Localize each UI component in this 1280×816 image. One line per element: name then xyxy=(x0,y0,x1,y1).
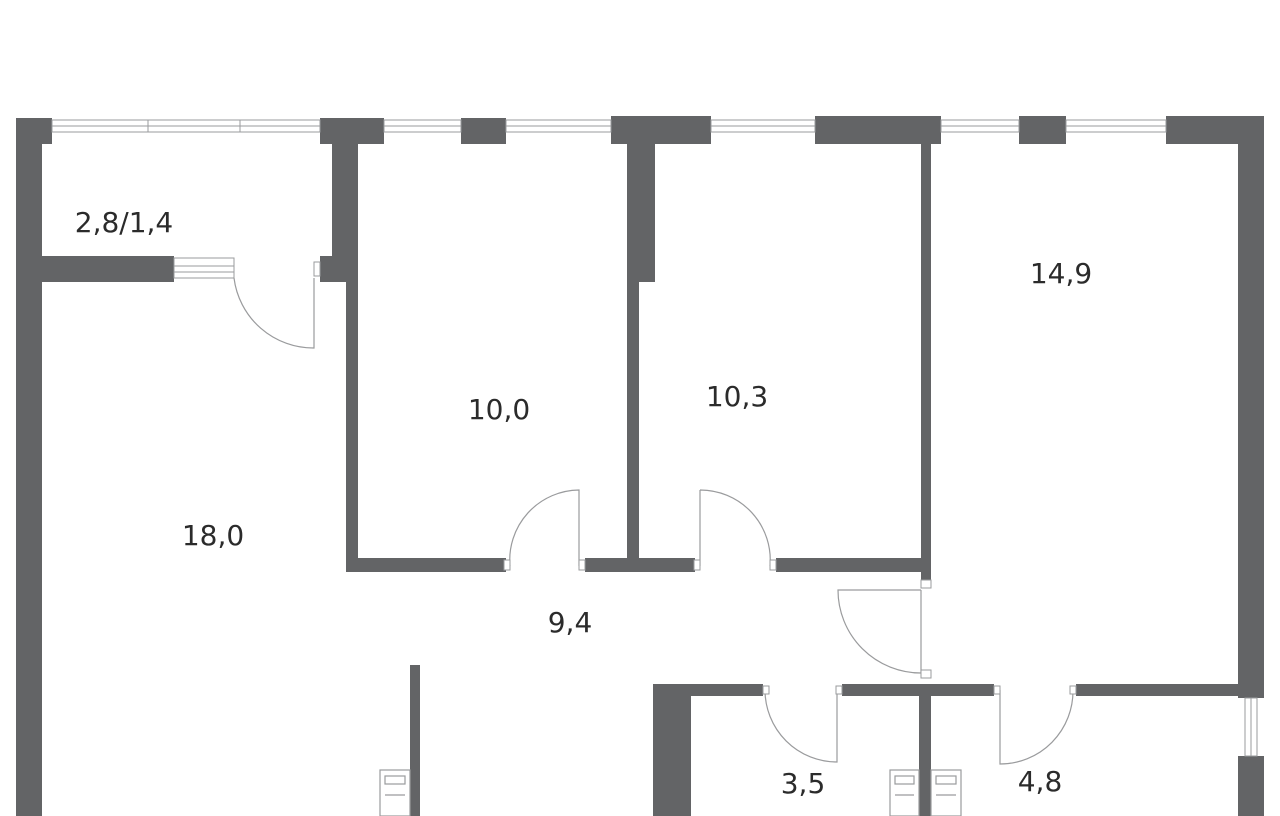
wall-balcony-bottom xyxy=(16,256,174,282)
door-room-b-jamb-right xyxy=(769,559,777,571)
area-label-room-c: 14,9 xyxy=(1030,257,1092,290)
wall-left xyxy=(16,118,42,816)
area-label-room-a: 10,0 xyxy=(468,393,530,426)
balcony-door-frame xyxy=(173,257,235,279)
window-room-a-right xyxy=(505,119,612,133)
door-room-a-jamb-right xyxy=(578,559,586,571)
area-label-bath-a: 3,5 xyxy=(781,767,826,800)
door-bath-a xyxy=(764,689,838,763)
balcony-partition xyxy=(16,118,358,349)
wall-top-pier-2 xyxy=(461,118,506,144)
area-label-room-b: 10,3 xyxy=(706,380,768,413)
area-label-hall: 9,4 xyxy=(548,606,593,639)
wall-bath-b-top-right xyxy=(1076,684,1238,696)
door-bath-b xyxy=(999,689,1074,765)
fixture-bath-b xyxy=(930,769,962,816)
wall-right-lower xyxy=(1238,756,1264,816)
window-balcony xyxy=(51,119,321,133)
area-label-living: 18,0 xyxy=(182,519,244,552)
wall-room-ab-bottom-mid xyxy=(585,558,695,572)
area-label-bath-b: 4,8 xyxy=(1018,765,1063,798)
wall-top-pier-4 xyxy=(815,116,941,144)
door-room-c-jamb-top xyxy=(920,579,932,589)
window-room-a-left xyxy=(383,119,462,133)
door-bath-a-jamb-right xyxy=(835,685,843,695)
wall-top-left-stub xyxy=(16,118,52,144)
balcony-door-swing xyxy=(233,277,315,349)
room-labels: 2,8/1,4 10,0 10,3 14,9 18,0 9,4 3,5 4,8 xyxy=(75,206,1092,800)
wall-balcony-right xyxy=(332,118,358,256)
window-room-c-left xyxy=(940,119,1020,133)
door-room-b-jamb-left xyxy=(693,559,701,571)
fixture-living xyxy=(379,769,411,816)
wall-bath-top-mid xyxy=(842,684,994,696)
wall-bath-a-left xyxy=(653,684,691,816)
door-room-a xyxy=(509,489,580,567)
wall-room-ab-column xyxy=(627,118,655,282)
window-room-b xyxy=(710,119,816,133)
wall-right-upper xyxy=(1238,116,1264,698)
door-room-c xyxy=(837,589,922,674)
fixtures xyxy=(379,769,962,816)
wall-room-a-left xyxy=(346,282,358,572)
wall-room-a-bottom-left xyxy=(346,558,506,572)
window-right xyxy=(1244,697,1258,757)
window-room-c-right xyxy=(1065,119,1167,133)
door-room-a-jamb-left xyxy=(503,559,511,571)
doors xyxy=(503,489,1077,765)
windows xyxy=(51,119,1258,757)
wall-bath-divider xyxy=(919,684,931,816)
wall-top-pier-3 xyxy=(611,116,711,144)
interior-walls xyxy=(346,118,1238,816)
wall-balcony-corner xyxy=(320,256,358,282)
door-room-c-jamb-bottom xyxy=(920,669,932,679)
area-label-balcony: 2,8/1,4 xyxy=(75,206,174,239)
door-bath-b-jamb-left xyxy=(993,685,1001,695)
door-bath-a-jamb-left xyxy=(762,685,770,695)
balcony-door-jamb xyxy=(313,261,321,277)
wall-top-pier-5 xyxy=(1019,116,1066,144)
wall-bath-a-top-left xyxy=(653,684,763,696)
door-room-b xyxy=(699,489,771,567)
wall-living-partition xyxy=(410,665,420,816)
door-bath-b-jamb-right xyxy=(1069,685,1077,695)
wall-room-b-bottom-right xyxy=(776,558,926,572)
wall-room-bc-divider xyxy=(921,118,931,580)
fixture-bath-a xyxy=(889,769,920,816)
